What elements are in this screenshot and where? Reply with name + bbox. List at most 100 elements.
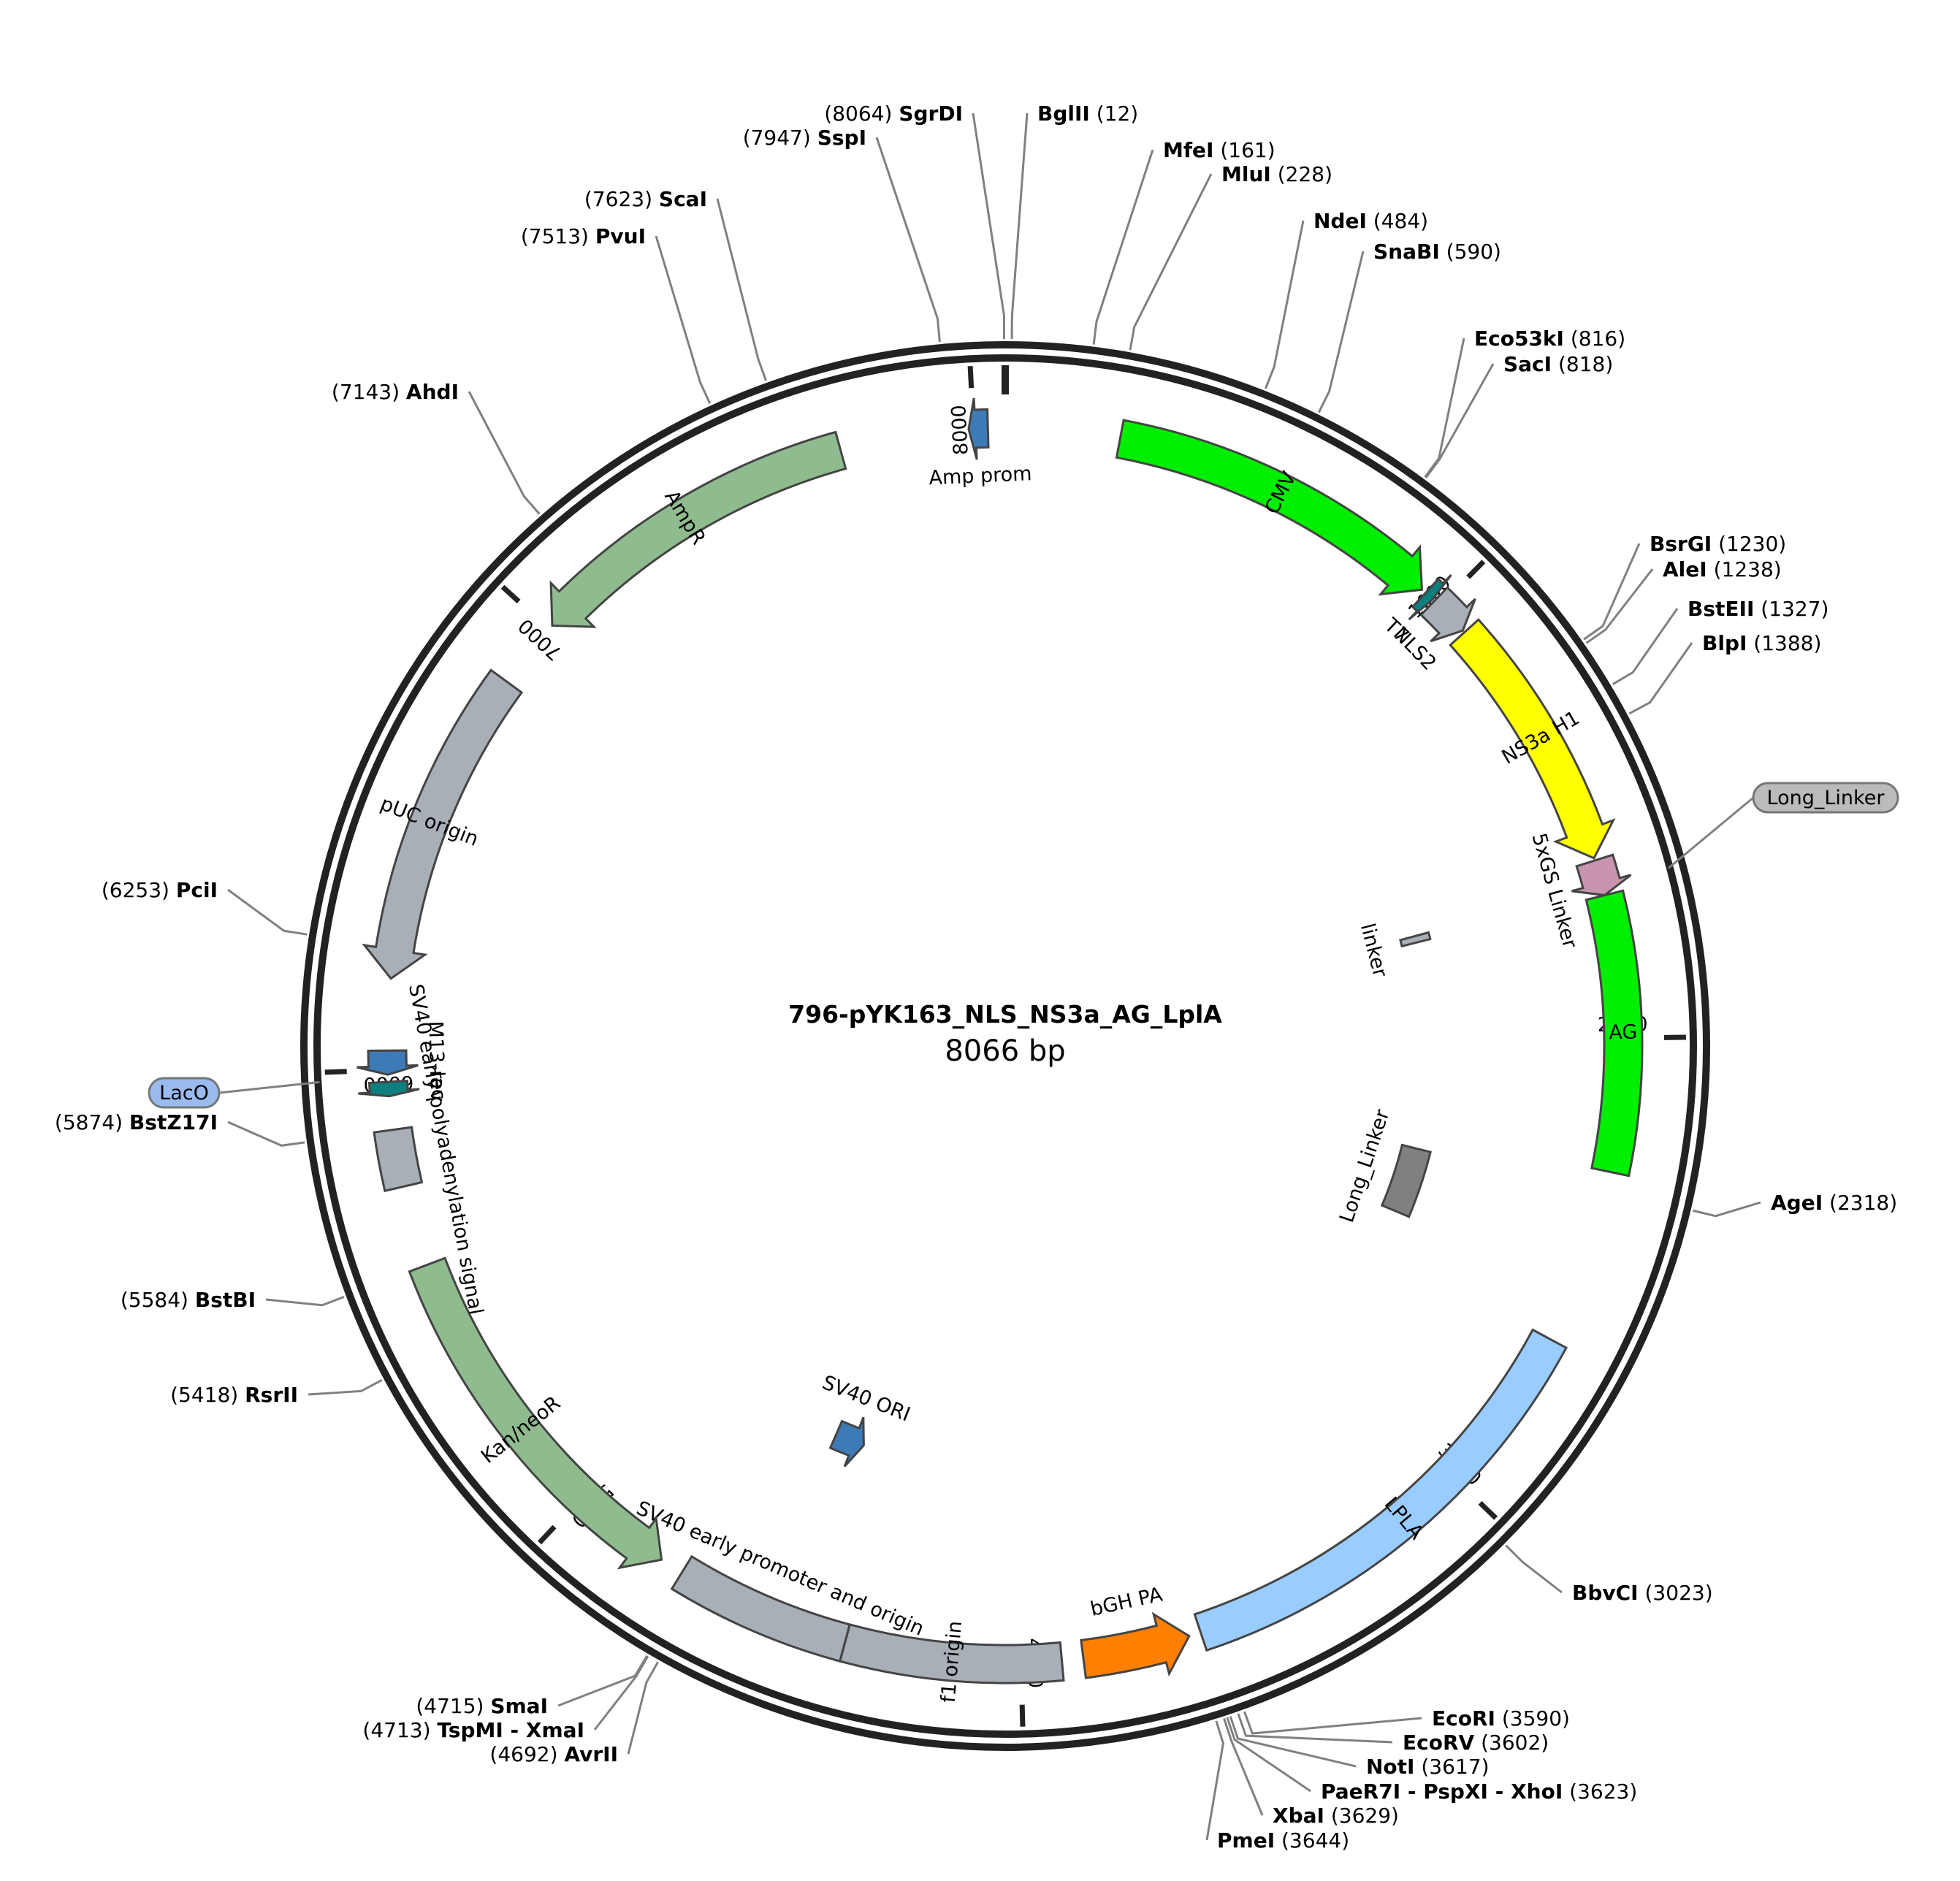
site-leader (1223, 1717, 1264, 1816)
site-noti[interactable]: NotI (3617) (1366, 1755, 1490, 1779)
site-name: BbvCI (1572, 1581, 1639, 1605)
feature-bgh-pa[interactable]: bGH PA (1080, 1583, 1191, 1679)
feature-label: NLS2 (1389, 622, 1441, 675)
site-label: MluI (228) (1221, 162, 1332, 186)
site-pvui[interactable]: (7513) PvuI (521, 224, 646, 248)
site-pmei[interactable]: PmeI (3644) (1217, 1828, 1349, 1853)
site-position: (12) (1090, 102, 1138, 126)
tag-leader (218, 1080, 320, 1094)
feature-m13-rev[interactable]: M13-rev (356, 1020, 449, 1102)
site-label: (6253) PciI (102, 878, 218, 902)
site-smai[interactable]: (4715) SmaI (416, 1694, 548, 1718)
site-bglii[interactable]: BglII (12) (1037, 102, 1138, 126)
site-snabi[interactable]: SnaBI (590) (1373, 240, 1501, 264)
site-label: AgeI (2318) (1771, 1191, 1897, 1215)
site-bbvci[interactable]: BbvCI (3023) (1572, 1581, 1713, 1605)
site-rsrii[interactable]: (5418) RsrII (170, 1383, 298, 1407)
feature-lpla[interactable]: LPLA (1193, 1328, 1568, 1652)
site-name: Eco53kI (1474, 327, 1564, 351)
site-position: (1238) (1707, 557, 1782, 581)
feature-shape (356, 1049, 419, 1076)
site-label: PmeI (3644) (1217, 1828, 1349, 1853)
site-paer7i-pspxi-xhoi[interactable]: PaeR7I - PspXI - XhoI (3623) (1321, 1779, 1637, 1804)
site-label: (7947) SspI (743, 126, 866, 150)
feature-shape (373, 1126, 424, 1193)
tag-long-linker[interactable]: Long_Linker (1752, 782, 1899, 814)
site-tspmi-xmai[interactable]: (4713) TspMI - XmaI (362, 1718, 584, 1742)
site-agei[interactable]: AgeI (2318) (1771, 1191, 1897, 1215)
site-position: (7947) (743, 126, 817, 150)
site-leader (308, 1378, 383, 1396)
feature-kan-neor[interactable]: Kan/neoR (408, 1256, 663, 1570)
site-ahdi[interactable]: (7143) AhdI (332, 380, 459, 404)
site-label: BbvCI (3023) (1572, 1581, 1713, 1605)
tag-laco[interactable]: LacO (148, 1077, 221, 1109)
site-xbai[interactable]: XbaI (3629) (1273, 1804, 1399, 1828)
site-name: MluI (1221, 162, 1271, 186)
tick-3000 (1478, 1500, 1498, 1520)
site-mfei[interactable]: MfeI (161) (1163, 138, 1275, 162)
site-bstbi[interactable]: (5584) BstBI (121, 1288, 256, 1312)
backbone-outer-ring (300, 341, 1710, 1751)
site-position: (5874) (55, 1110, 129, 1134)
site-ecori[interactable]: EcoRI (3590) (1432, 1706, 1570, 1731)
site-position: (3644) (1275, 1828, 1349, 1853)
site-scai[interactable]: (7623) ScaI (584, 187, 707, 211)
feature-shape (967, 397, 990, 460)
feature-shape (1080, 1611, 1191, 1679)
feature-linker[interactable]: linker (1356, 921, 1432, 980)
site-sspi[interactable]: (7947) SspI (743, 126, 866, 150)
feature-shape (828, 1416, 865, 1468)
feature-f1-origin[interactable]: f1 origin (838, 1620, 1065, 1703)
site-bsteii[interactable]: BstEII (1327) (1688, 597, 1829, 621)
site-avrii[interactable]: (4692) AvrII (489, 1742, 618, 1766)
site-position: (5418) (170, 1383, 245, 1407)
site-bstz17i[interactable]: (5874) BstZ17I (55, 1110, 218, 1134)
feature-lac[interactable]: lac (358, 1071, 450, 1101)
feature-ag[interactable]: AG (1585, 889, 1644, 1178)
site-blpi[interactable]: BlpI (1388) (1702, 631, 1821, 655)
feature-amp-prom[interactable]: Amp prom (928, 397, 1032, 489)
tick-4000 (1019, 1704, 1026, 1727)
feature-ampr[interactable]: AmpR (549, 430, 847, 628)
feature-sv40-ori[interactable]: SV40 ORI (819, 1371, 913, 1468)
site-bsrgi[interactable]: BsrGI (1230) (1650, 532, 1786, 556)
site-saci[interactable]: SacI (818) (1503, 352, 1613, 376)
feature-label: AG (1609, 1021, 1638, 1045)
plasmid-length: 8066 bp (945, 1034, 1065, 1068)
site-position: (8064) (824, 102, 899, 126)
feature-label: SV40 ORI (819, 1371, 913, 1426)
site-label: (5418) RsrII (170, 1383, 298, 1407)
site-label: BlpI (1388) (1702, 631, 1821, 655)
site-leader (1585, 568, 1654, 644)
site-ndei[interactable]: NdeI (484) (1313, 209, 1428, 233)
site-position: (161) (1213, 138, 1275, 162)
site-alei[interactable]: AleI (1238) (1663, 557, 1782, 581)
site-leader (875, 137, 941, 343)
site-name: BsrGI (1650, 532, 1712, 556)
feature-label: f1 origin (937, 1620, 966, 1703)
feature-cmv[interactable]: CMV (1115, 419, 1424, 596)
feature-long-linker-feat[interactable]: Long_Linker (1335, 1106, 1433, 1226)
site-sgrdi[interactable]: (8064) SgrDI (824, 102, 963, 126)
site-leader (1583, 543, 1641, 641)
site-name: EcoRV (1403, 1731, 1475, 1755)
site-label: MfeI (161) (1163, 138, 1275, 162)
site-label: (5874) BstZ17I (55, 1110, 218, 1134)
feature-shape (1571, 853, 1632, 897)
site-leader (1264, 220, 1305, 389)
site-position: (3023) (1639, 1581, 1713, 1605)
site-pcii[interactable]: (6253) PciI (102, 878, 218, 902)
site-mlui[interactable]: MluI (228) (1221, 162, 1332, 186)
site-ecorv[interactable]: EcoRV (3602) (1403, 1731, 1549, 1755)
feature-shape (1193, 1328, 1568, 1652)
feature-shape (549, 430, 847, 628)
feature-shape (358, 1079, 420, 1098)
site-label: BglII (12) (1037, 102, 1138, 126)
site-position: (3629) (1324, 1804, 1399, 1828)
site-position: (7143) (332, 380, 406, 404)
tag-pill (1752, 782, 1899, 814)
site-name: SgrDI (899, 102, 963, 126)
site-eco53ki[interactable]: Eco53kI (816) (1474, 327, 1625, 351)
